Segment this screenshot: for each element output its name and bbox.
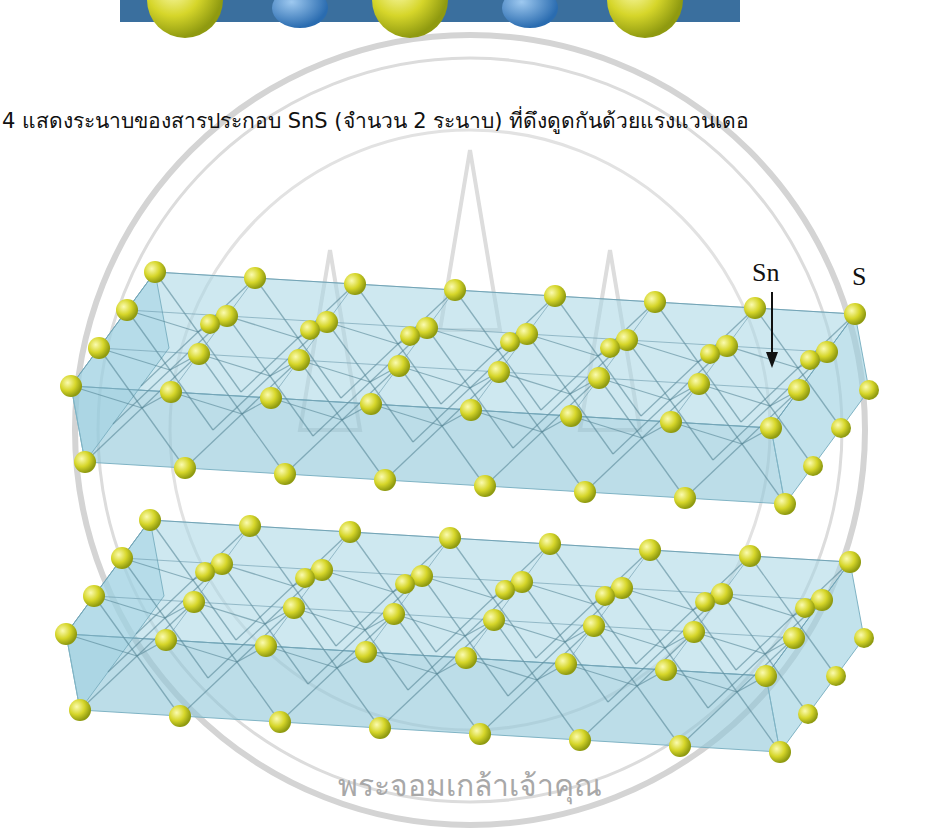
- atom-label: S: [852, 262, 866, 292]
- figure-caption: 4 แสดงระนาบของสารประกอบ SnS (จำนวน 2 ระน…: [2, 104, 749, 137]
- arrow-head: [766, 352, 778, 368]
- leader-line: [771, 292, 773, 362]
- watermark-text: พระจอมเกล้าเจ้าคุณ: [338, 762, 602, 809]
- sns-layer: [55, 509, 874, 763]
- sns-layer: [60, 261, 879, 515]
- atom-label: Sn: [752, 258, 779, 288]
